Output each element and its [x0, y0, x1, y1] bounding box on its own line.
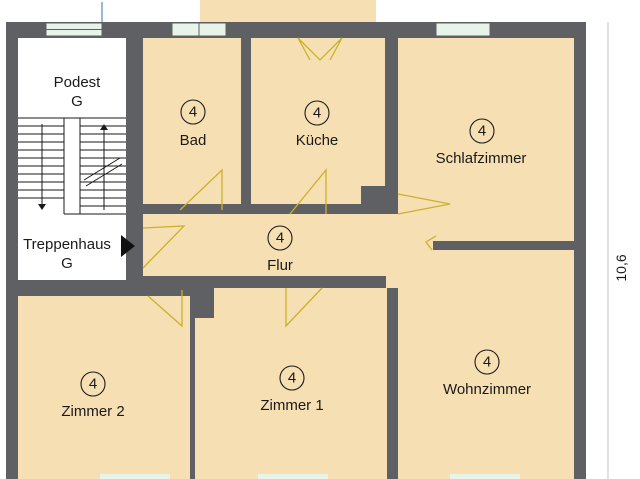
stair-flight — [18, 117, 126, 215]
room-number-badge — [469, 118, 495, 144]
room-name: Küche — [296, 132, 339, 149]
stairwell-name: Treppenhaus — [23, 236, 111, 253]
entrance-arrow-icon — [121, 235, 135, 257]
room-name: Bad — [180, 132, 207, 149]
room-flur: 4 Flur — [267, 225, 293, 274]
floor-wohnzimmer — [398, 250, 574, 479]
wall-column — [362, 186, 386, 214]
floor-stairwell — [18, 38, 126, 280]
window — [100, 474, 170, 479]
room-kueche: 4 Küche — [296, 100, 339, 149]
room-name: Schlafzimmer — [436, 150, 527, 167]
room-number-badge — [267, 225, 293, 251]
door-balcony-leaf — [297, 37, 311, 61]
door-zimmer1 — [285, 287, 323, 328]
wall-column — [190, 288, 214, 318]
door-balcony — [297, 37, 343, 61]
room-number: 4 — [313, 105, 321, 122]
door-bad — [179, 168, 223, 211]
window — [450, 474, 520, 479]
floor-bad — [143, 38, 241, 204]
room-name: Flur — [267, 257, 293, 274]
window — [258, 474, 328, 479]
room-number-badge — [474, 349, 500, 375]
room-number-badge — [180, 99, 206, 125]
door-balcony-leaf — [329, 37, 343, 61]
dimension-label: 10,6 — [613, 254, 629, 281]
stair-arrow-up — [100, 124, 108, 130]
door-schlafzimmer — [397, 193, 451, 215]
wall-stub — [126, 280, 143, 296]
door-wohnzimmer — [425, 235, 437, 251]
floor-schlafzimmer — [398, 38, 574, 241]
room-number: 4 — [483, 354, 491, 371]
room-number: 4 — [89, 376, 97, 393]
room-number: 4 — [276, 230, 284, 247]
door-swings — [142, 37, 451, 328]
landing-name: Podest — [54, 74, 102, 91]
room-number-badge — [80, 371, 106, 397]
room-name: Zimmer 2 — [61, 403, 124, 420]
floor-kueche — [251, 38, 385, 186]
landing-code: G — [71, 93, 83, 110]
room-zimmer1: 4 Zimmer 1 — [260, 365, 324, 414]
room-number: 4 — [288, 370, 296, 387]
floor-flur — [143, 214, 433, 276]
stairwell-code: G — [61, 255, 73, 272]
room-schlafzimmer: 4 Schlafzimmer — [436, 118, 527, 167]
room-name: Wohnzimmer — [443, 381, 531, 398]
window — [435, 22, 491, 37]
room-bad: 4 Bad — [180, 99, 207, 149]
room-wohnzimmer: 4 Wohnzimmer — [443, 349, 531, 398]
room-zimmer2: 4 Zimmer 2 — [61, 371, 125, 420]
room-number: 4 — [478, 123, 486, 140]
door-zimmer2 — [147, 290, 183, 328]
door-kueche — [289, 168, 327, 215]
room-number: 4 — [189, 104, 197, 121]
balcony — [200, 0, 376, 22]
room-name: Zimmer 1 — [260, 397, 323, 414]
door-stair — [142, 225, 186, 269]
room-number-badge — [279, 365, 305, 391]
stair-arrow-down — [38, 204, 46, 210]
room-number-badge — [304, 100, 330, 126]
